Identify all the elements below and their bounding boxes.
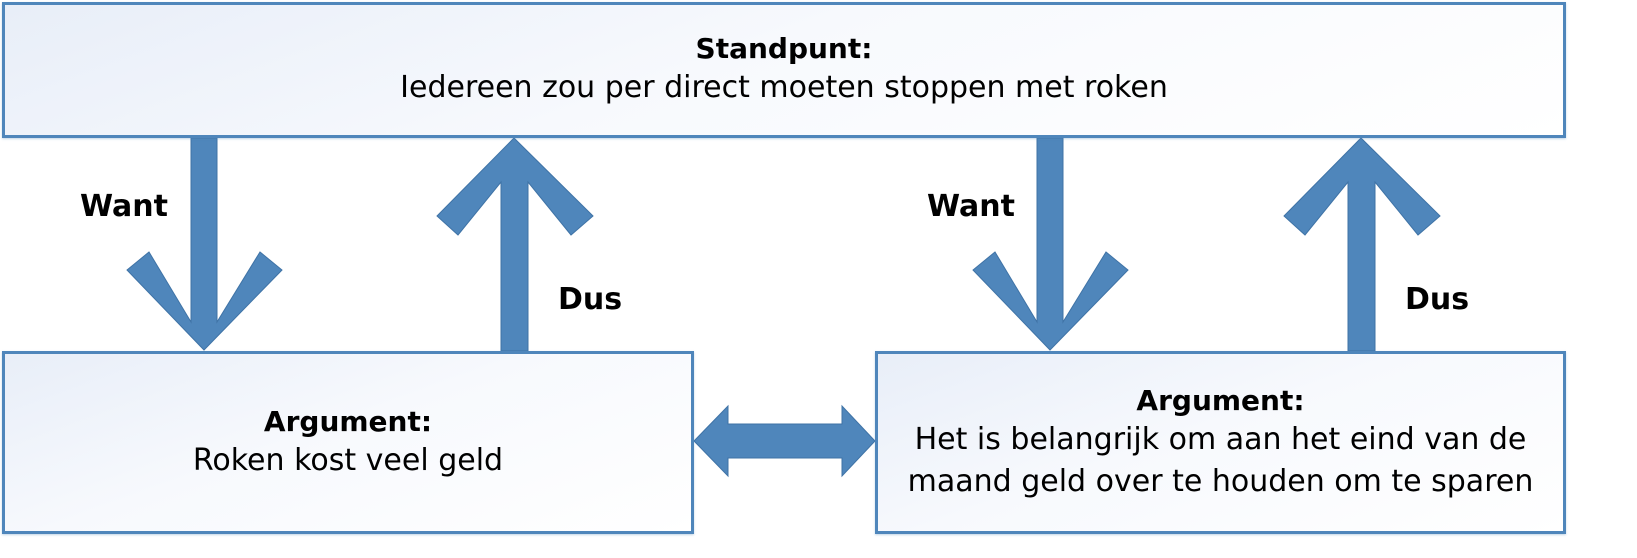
dus-label-left: Dus [558, 282, 623, 317]
argument-text-right-line-2: maand geld over te houden om te sparen [907, 463, 1534, 499]
argument-box-right: Argument: Het is belangrijk om aan het e… [875, 351, 1566, 534]
dus-up-arrow-right-icon [1283, 137, 1441, 352]
standpoint-title: Standpunt: [695, 32, 873, 65]
want-down-arrow-right-icon [972, 137, 1129, 351]
double-headed-arrow-icon [693, 404, 876, 478]
dus-up-arrow-left-icon [436, 137, 594, 352]
argument-text-left: Roken kost veel geld [192, 442, 504, 478]
dus-label-right: Dus [1405, 282, 1470, 317]
argument-title-right: Argument: [1136, 383, 1305, 417]
want-label-right: Want [927, 189, 1015, 224]
standpoint-box: Standpunt: Iedereen zou per direct moete… [2, 2, 1566, 138]
argument-title-left: Argument: [263, 404, 433, 438]
want-label-left: Want [80, 189, 168, 224]
standpoint-text: Iedereen zou per direct moeten stoppen m… [400, 70, 1168, 105]
want-down-arrow-left-icon [126, 137, 283, 351]
argument-box-left: Argument: Roken kost veel geld [2, 351, 694, 534]
argument-text-right-line-1: Het is belangrijk om aan het eind van de [914, 421, 1527, 457]
